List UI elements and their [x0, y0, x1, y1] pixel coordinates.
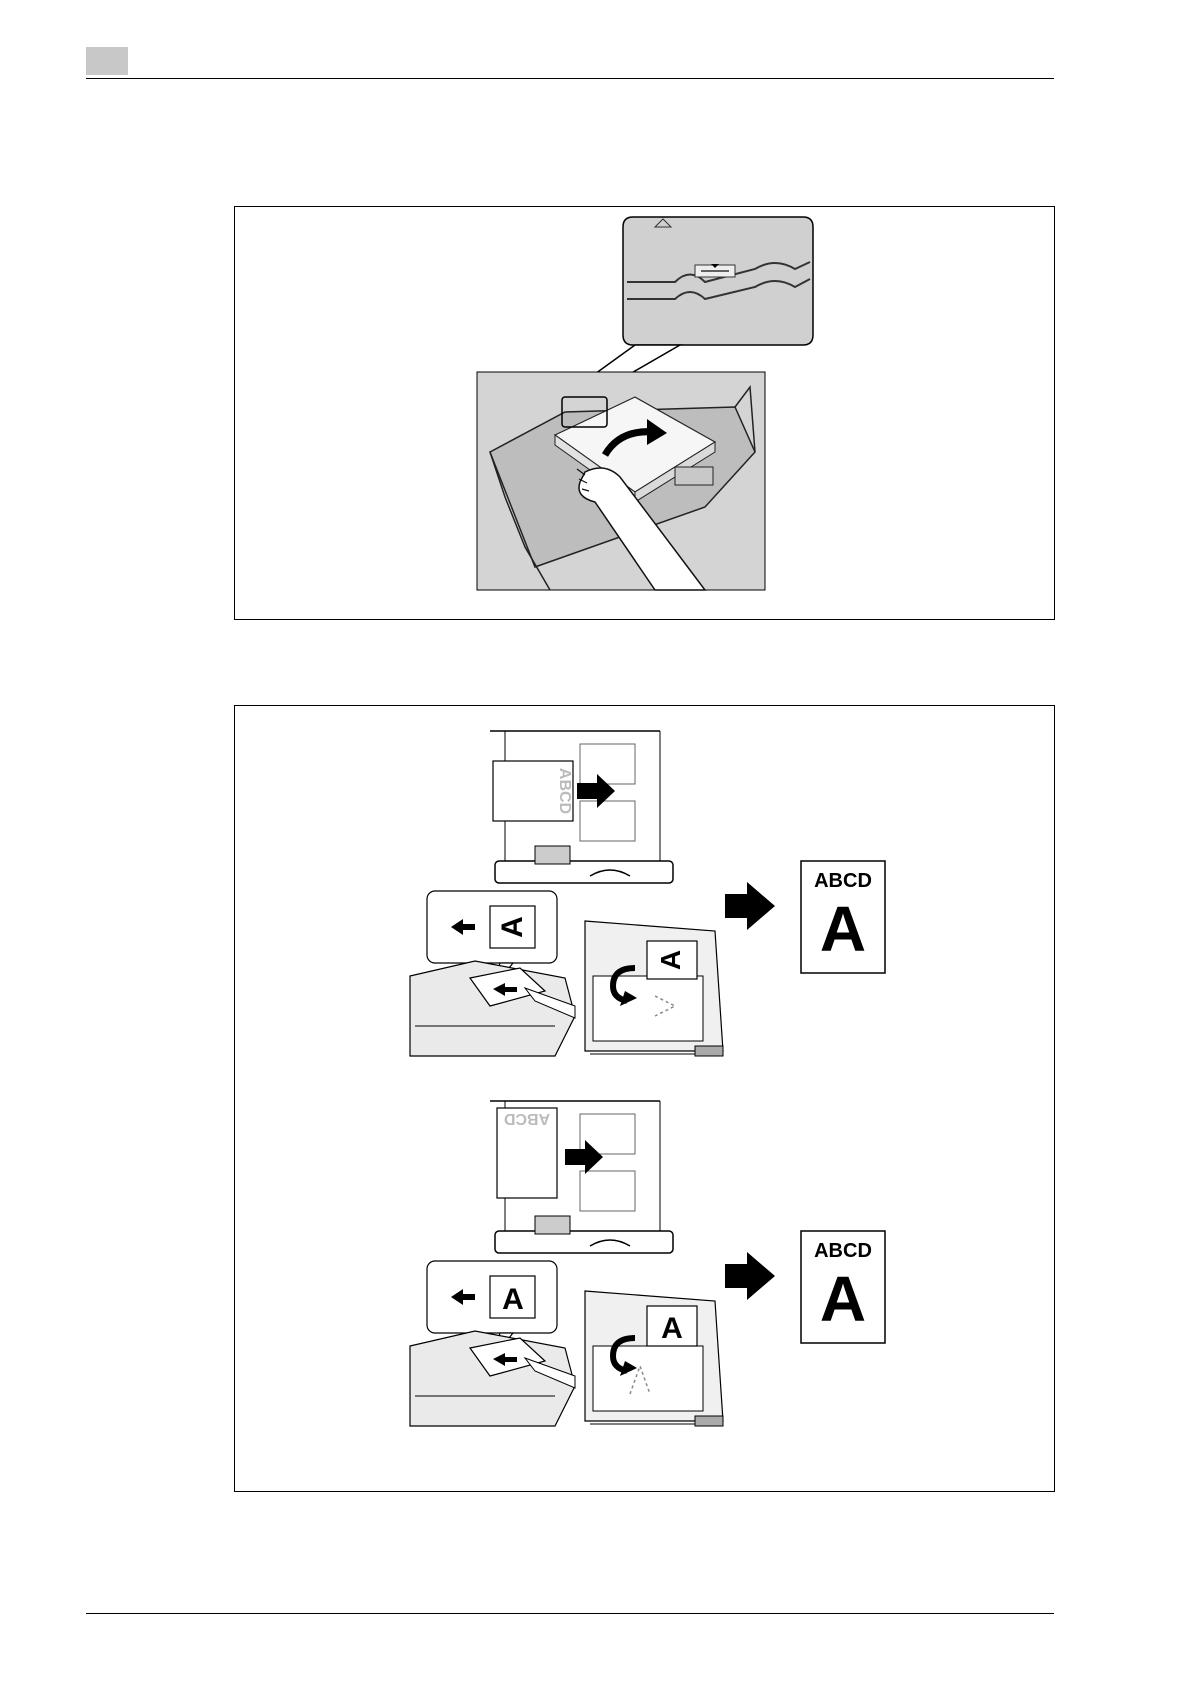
adf-machine	[410, 961, 575, 1056]
adf-glyph: A	[496, 916, 529, 938]
tray-loading-illustration	[235, 207, 1054, 619]
platen-glass: A	[585, 921, 723, 1056]
output-page-letter: A	[820, 1263, 866, 1335]
adf-glyph: A	[502, 1283, 524, 1316]
glass-glyph: A	[655, 950, 686, 970]
tray-illustration	[477, 372, 765, 590]
tray-top-view: ABCD	[490, 731, 673, 883]
header-rule	[86, 78, 1054, 79]
footer-rule	[86, 1613, 1054, 1614]
output-page-heading: ABCD	[814, 1240, 872, 1262]
row-1: ABCD A	[410, 731, 885, 1056]
output-page-letter: A	[820, 893, 866, 965]
tray-top-view: ABCD	[490, 1101, 673, 1253]
tray-paper-label: ABCD	[556, 768, 573, 814]
platen-glass: A	[585, 1291, 723, 1426]
tray-paper-label: ABCD	[504, 1110, 550, 1127]
result-arrow	[725, 882, 775, 930]
output-page: ABCD A	[801, 1231, 885, 1343]
row-2: ABCD A	[410, 1101, 885, 1426]
tray-loading-figure	[234, 206, 1055, 620]
output-page-heading: ABCD	[814, 870, 872, 892]
chapter-tab	[86, 47, 128, 75]
result-arrow	[725, 1252, 775, 1300]
orientation-illustration: ABCD A	[235, 706, 1054, 1491]
output-page: ABCD A	[801, 861, 885, 973]
orientation-figure: ABCD A	[234, 705, 1055, 1492]
magnified-detail	[623, 217, 813, 345]
adf-machine	[410, 1331, 575, 1426]
glass-glyph: A	[661, 1312, 683, 1345]
